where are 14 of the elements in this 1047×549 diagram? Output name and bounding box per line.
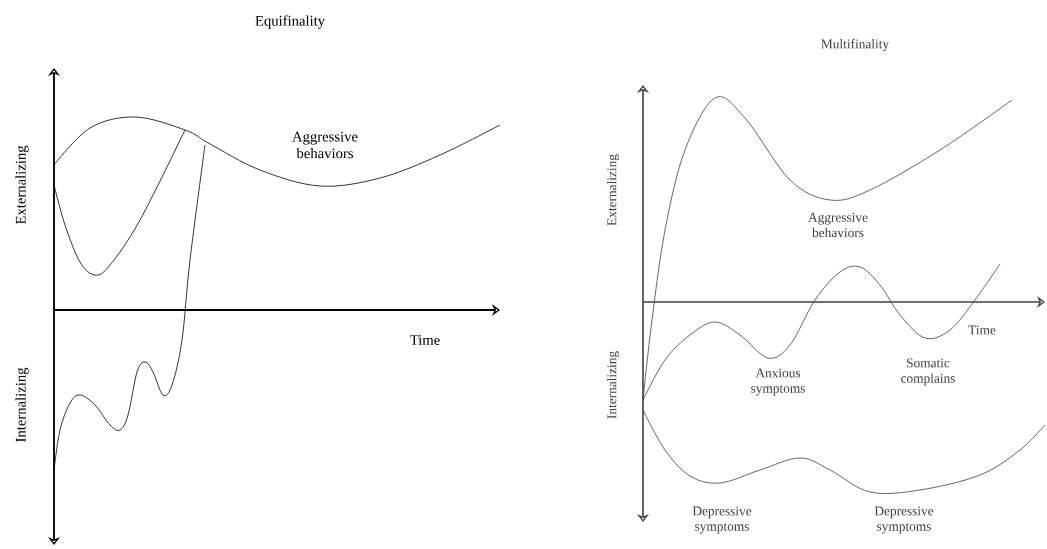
axis-label: Externalizing	[606, 154, 620, 226]
curve-label: Somatic complains	[901, 358, 955, 386]
axis-label: Internalizing	[606, 351, 620, 419]
axis-label: Time	[968, 325, 996, 335]
panel-title: Equifinality	[255, 15, 325, 29]
axis-label: Externalizing	[15, 145, 29, 225]
curve-label: Depressive symptoms	[692, 506, 752, 534]
curve-label: Depressive symptoms	[874, 506, 934, 534]
curve-label: Aggressive behaviors	[808, 212, 868, 238]
panel-title: Multifinality	[821, 38, 890, 52]
axis-label: Internalizing	[15, 367, 29, 442]
axis-label: Time	[410, 335, 440, 345]
curve-label: Aggressive behaviors	[292, 131, 358, 159]
curve-label: Anxious symptoms	[751, 368, 805, 396]
